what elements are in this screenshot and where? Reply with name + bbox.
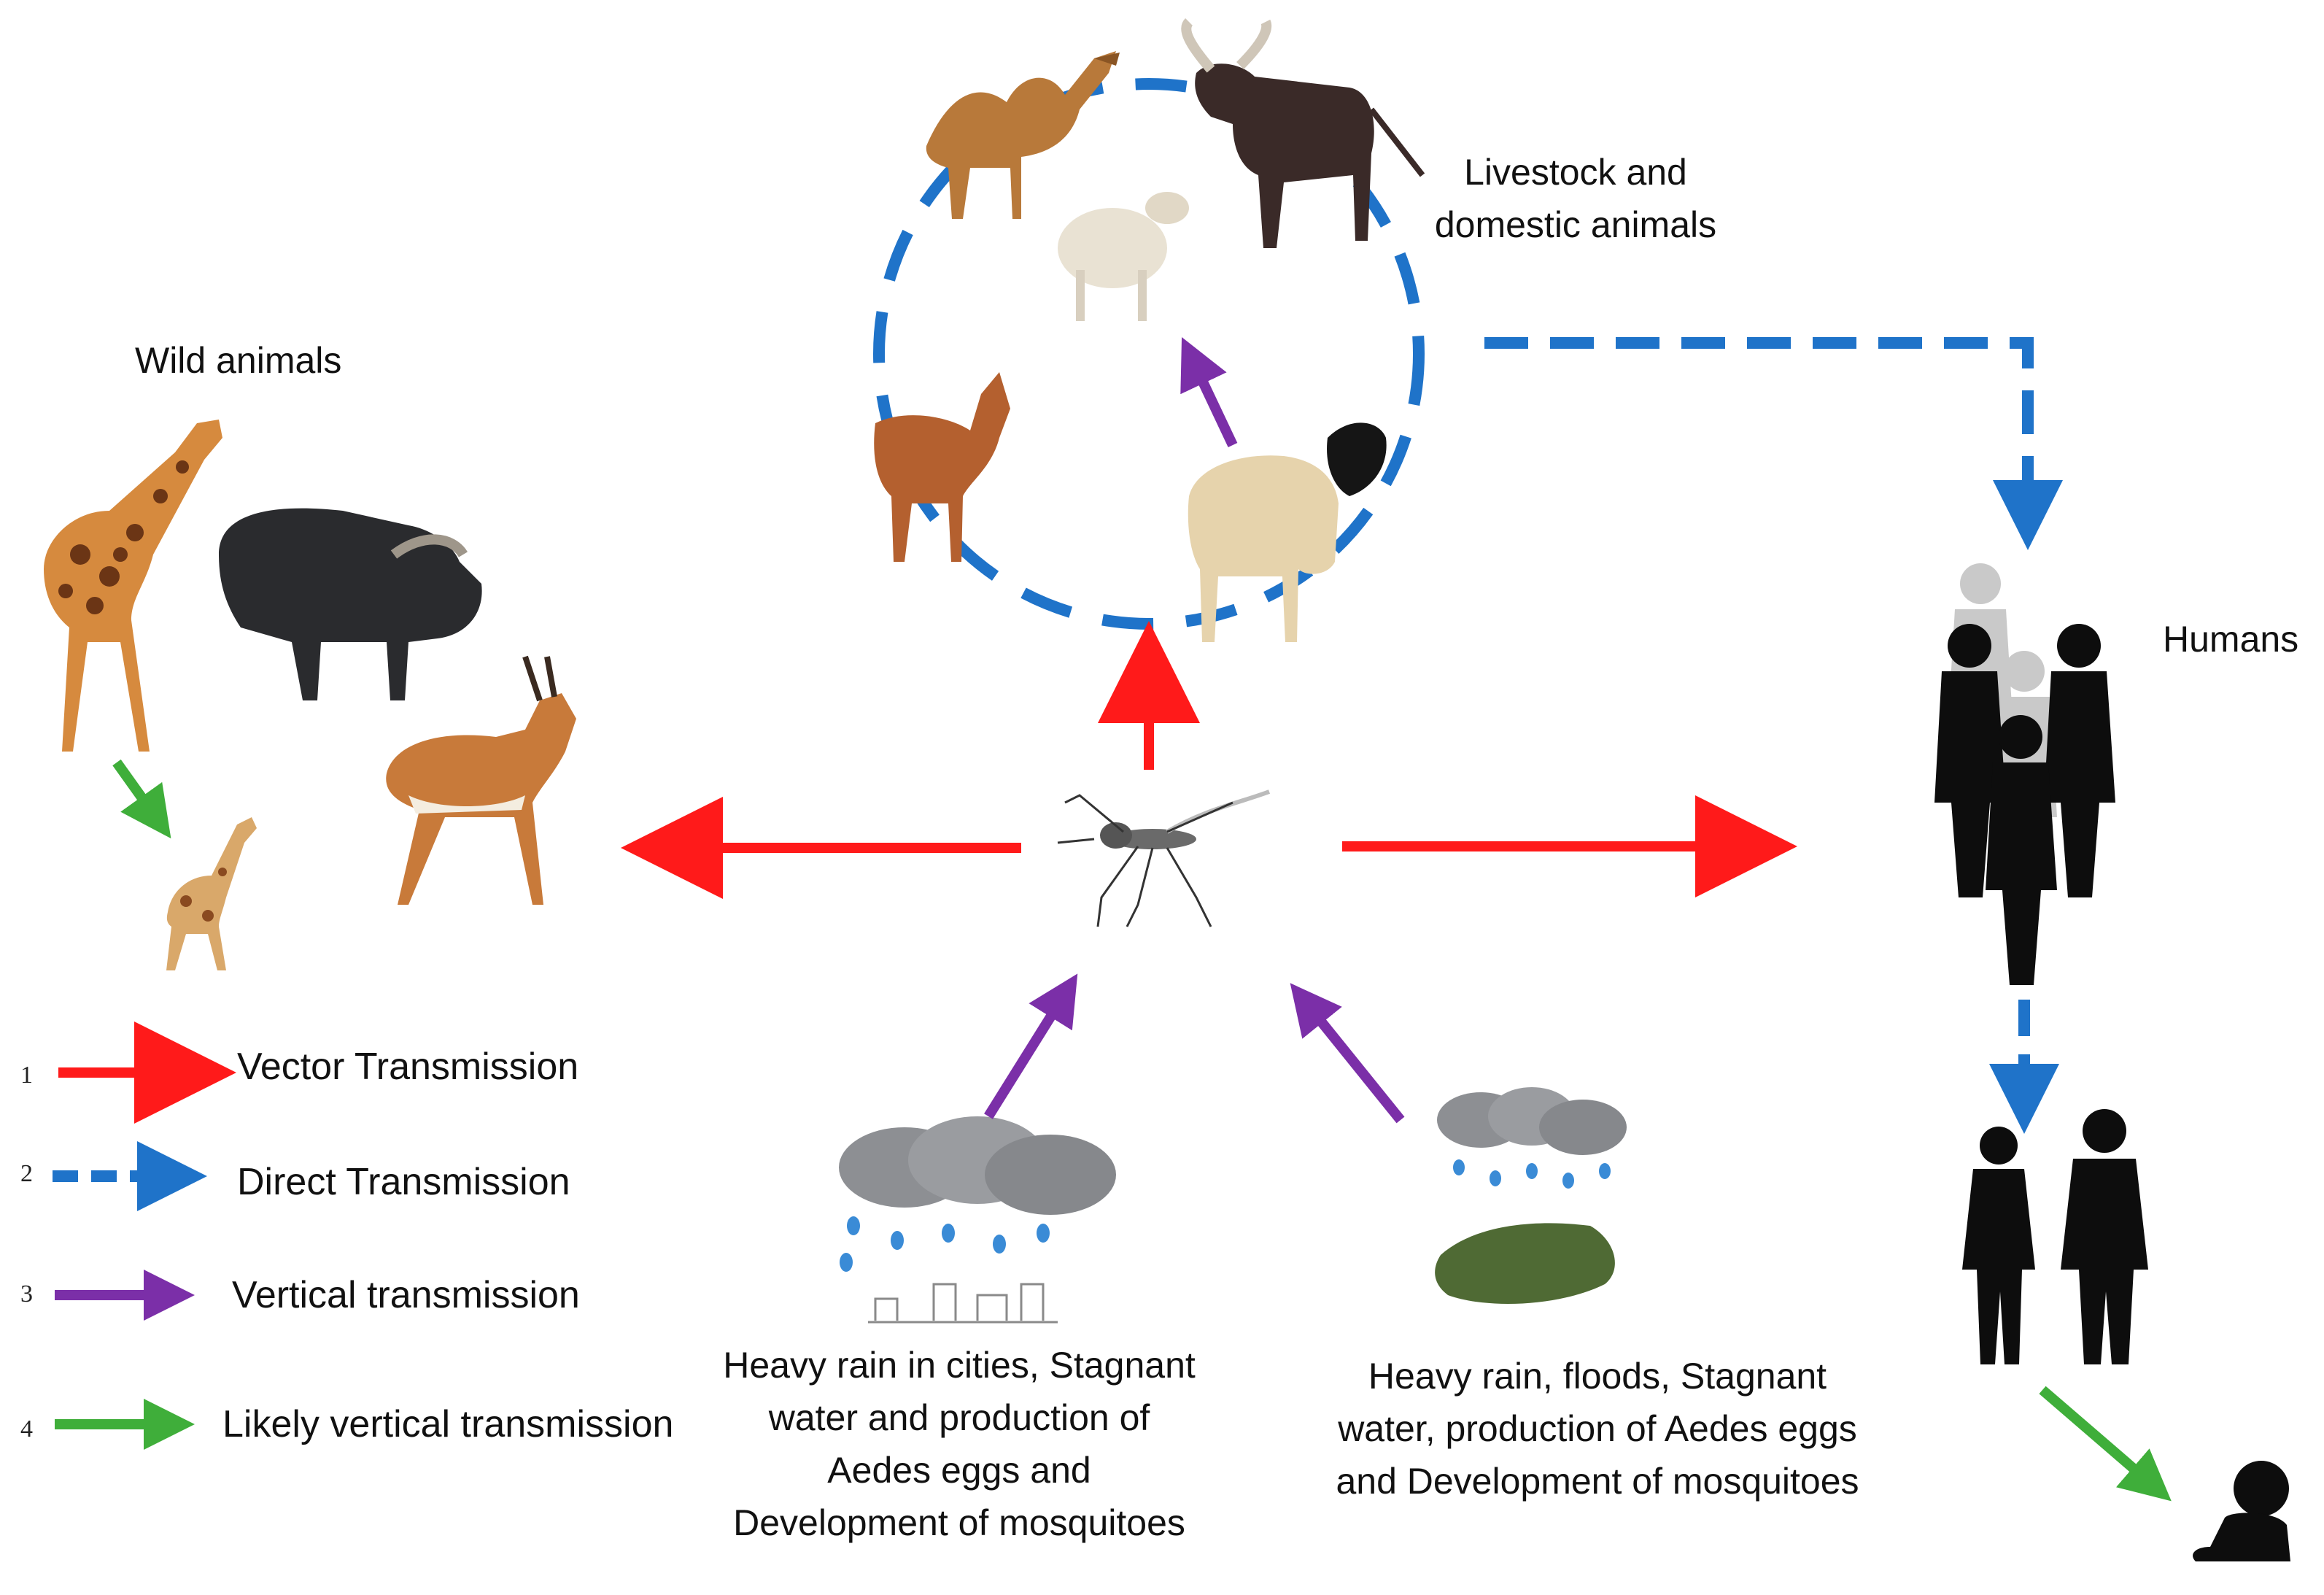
direct-arrow-livestock-to-humans — [1484, 337, 2063, 550]
humans-label: Humans — [2163, 619, 2299, 660]
city-caption-line2: water and production of — [768, 1397, 1150, 1438]
legend-label-direct: Direct Transmission — [237, 1161, 570, 1203]
lamb-icon — [1058, 192, 1189, 321]
likely-arrow-giraffe — [112, 759, 171, 839]
legend-num-2: 2 — [20, 1160, 33, 1187]
flood-rain-icon — [1435, 1087, 1627, 1304]
city-caption-line3: Aedes eggs and — [827, 1450, 1091, 1491]
cow-icon — [1181, 18, 1425, 249]
baby-giraffe-icon — [166, 817, 257, 970]
vertical-arrow-livestock — [1180, 337, 1238, 447]
vertical-arrow-flood — [1290, 983, 1405, 1124]
mosquito-icon — [1057, 789, 1271, 927]
buffalo-icon — [219, 508, 482, 700]
likely-arrow-humans — [2039, 1386, 2172, 1502]
flood-caption-line3: and Development of mosquitoes — [1336, 1461, 1859, 1502]
livestock-label-line1: Livestock and — [1464, 152, 1687, 193]
wild-animals-label: Wild animals — [135, 340, 342, 381]
human-group-icon — [1934, 563, 2115, 985]
gazelle-icon — [386, 655, 576, 905]
human-pair-icon — [1962, 1109, 2148, 1364]
giraffe-icon — [44, 420, 222, 752]
legend-label-vertical: Vertical transmission — [232, 1274, 580, 1316]
goat-icon — [874, 372, 1010, 562]
legend-num-3: 3 — [20, 1281, 33, 1308]
city-rain-icon — [839, 1116, 1116, 1324]
flood-caption-line2: water, production of Aedes eggs — [1338, 1408, 1857, 1449]
legend-num-4: 4 — [20, 1416, 33, 1443]
flood-caption-line1: Heavy rain, floods, Stagnant — [1368, 1356, 1827, 1397]
infant-icon — [2193, 1461, 2290, 1561]
legend-num-1: 1 — [20, 1062, 33, 1089]
vertical-arrow-city — [984, 973, 1078, 1119]
legend-label-vector: Vector Transmission — [237, 1046, 579, 1088]
legend-label-likely: Likely vertical transmission — [222, 1403, 674, 1445]
livestock-label-line2: domestic animals — [1434, 204, 1717, 245]
city-caption-line1: Heavy rain in cities, Stagnant — [723, 1345, 1196, 1386]
city-rain-caption: Heavy rain in cities, Stagnant water and… — [686, 1339, 1233, 1549]
livestock-label: Livestock and domestic animals — [1422, 146, 1729, 251]
city-caption-line4: Development of mosquitoes — [733, 1502, 1185, 1543]
sheep-icon — [1188, 422, 1387, 642]
flood-rain-caption: Heavy rain, floods, Stagnant water, prod… — [1298, 1350, 1897, 1507]
camel-icon — [926, 51, 1120, 219]
